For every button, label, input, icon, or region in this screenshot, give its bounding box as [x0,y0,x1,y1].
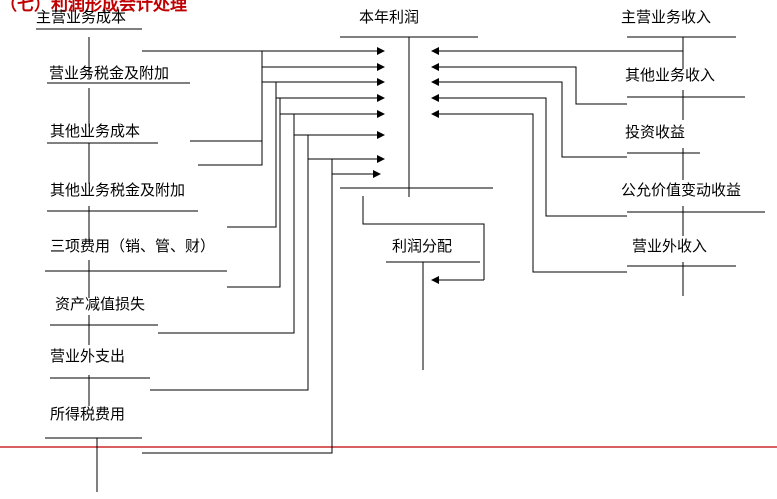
label-asset-impairment-loss: 资产减值损失 [55,295,146,313]
label-profit-distribution: 利润分配 [392,237,453,255]
label-non-operating-income: 营业外收入 [632,237,708,255]
diagram-title: （七）利润形成会计处理 [0,0,187,15]
label-fair-value-change-gain: 公允价值变动收益 [621,181,742,199]
label-other-business-cost: 其他业务成本 [50,122,141,140]
label-non-operating-expense: 营业外支出 [50,347,126,365]
label-business-tax-surcharges: 营业务税金及附加 [49,64,170,82]
label-other-business-tax: 其他业务税金及附加 [50,181,186,199]
label-income-tax-expense: 所得税费用 [50,405,126,423]
label-current-year-profit: 本年利润 [359,8,420,26]
label-other-business-revenue: 其他业务收入 [625,66,716,84]
label-main-business-cost: 主营业务成本 [36,8,127,26]
label-main-business-revenue: 主营业务收入 [621,8,712,26]
label-investment-income: 投资收益 [625,123,686,141]
label-three-expenses: 三项费用（销、管、财） [50,237,216,255]
